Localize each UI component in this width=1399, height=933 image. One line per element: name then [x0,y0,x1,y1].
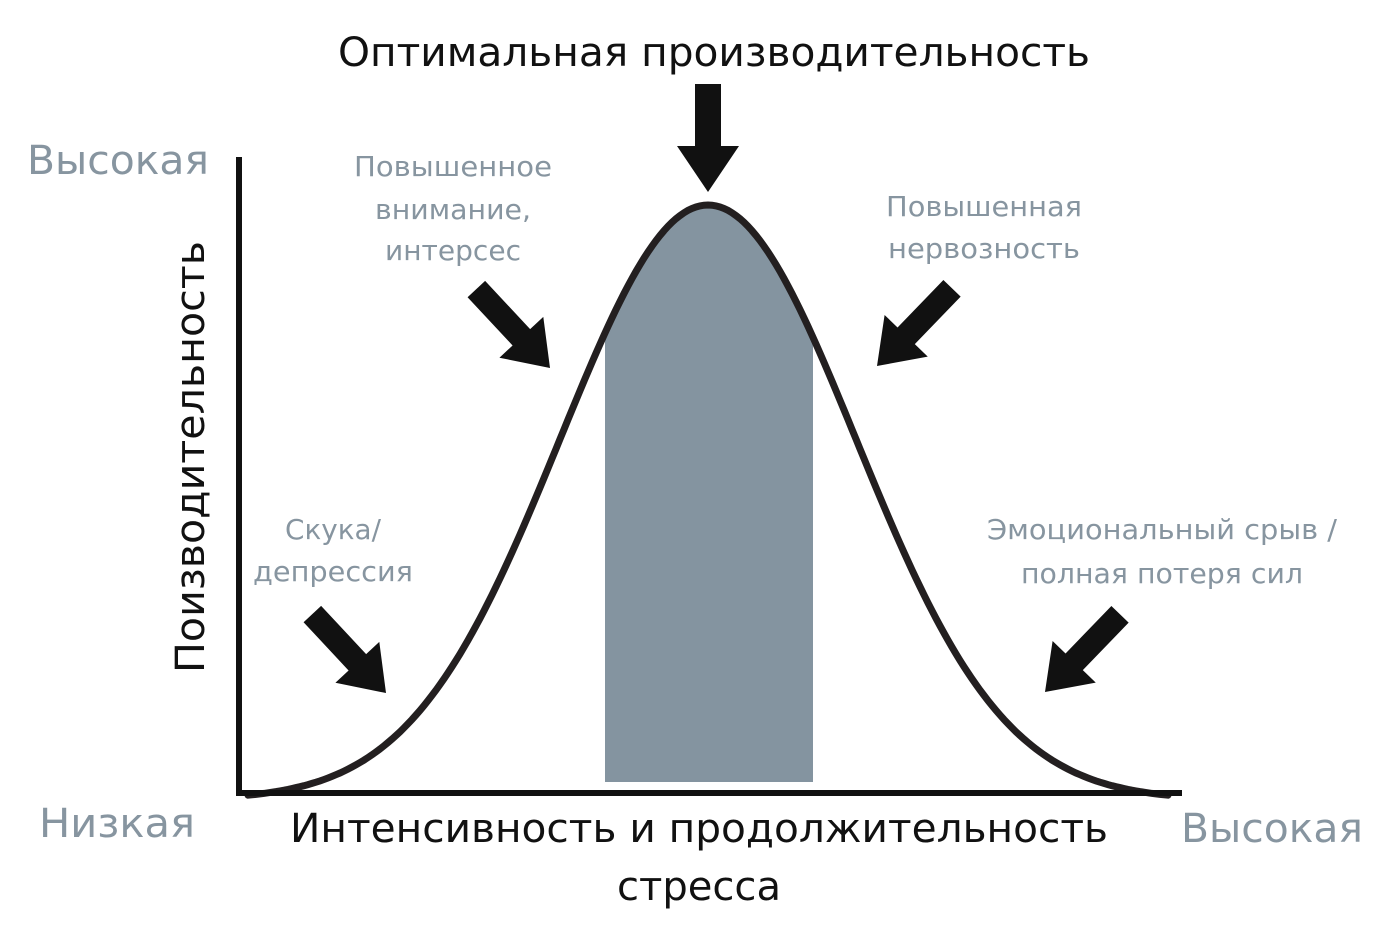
diagram-title: Оптимальная производительность [338,30,1090,76]
x-axis-high-label: Высокая [1181,806,1363,852]
y-axis-high-label: Высокая [27,138,209,184]
optimal-performance-zone [605,205,813,782]
y-axis-low-label: Низкая [39,801,195,847]
annotation-nervousness-line1: Повышенная [886,190,1082,223]
x-axis-label-line1: Интенсивность и продолжительность [290,806,1108,852]
annotation-nervousness-line2: нервозность [888,232,1080,265]
y-axis-label: Поизводительность [168,241,214,673]
performance-curve [244,201,1172,799]
annotation-attention-line2: внимание, [375,193,531,226]
arrow-attention-icon [467,280,550,368]
annotation-boredom-line2: депрессия [253,555,413,588]
arrow-down-icon [677,84,739,192]
arrow-boredom-icon [303,605,386,693]
x-axis-label-line2: стресса [617,864,781,910]
arrow-nervousness-icon [877,279,961,366]
arrow-burnout-icon [1045,605,1129,692]
annotation-burnout-line1: Эмоциональный срыв / [987,513,1338,546]
annotation-attention-line1: Повышенное [354,150,552,183]
annotation-boredom-line1: Скука/ [285,513,382,546]
annotation-burnout-line2: полная потеря сил [1021,557,1303,590]
annotation-attention-line3: интерсес [385,234,521,267]
